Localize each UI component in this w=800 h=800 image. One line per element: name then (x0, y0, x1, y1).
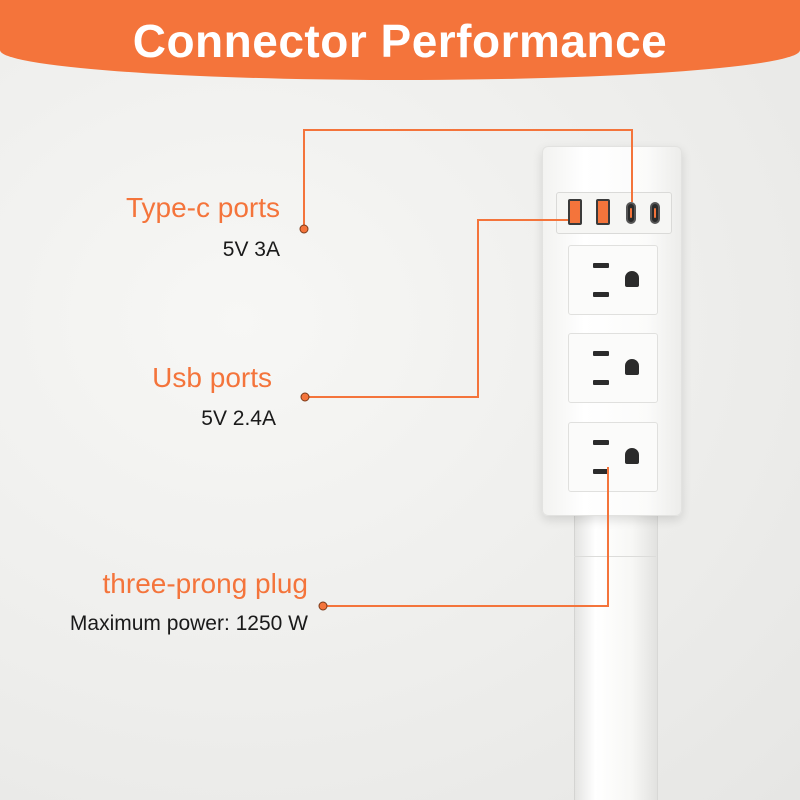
outlet-ground-hole (625, 359, 639, 375)
header-banner: Connector Performance (0, 0, 800, 80)
ac-outlet (568, 245, 658, 315)
usb-spec: 5V 2.4A (201, 407, 276, 430)
outlet-slot (593, 380, 609, 385)
outlet-ground-hole (625, 448, 639, 464)
ac-outlet (568, 333, 658, 403)
usb-c-port-icon (650, 202, 660, 224)
usb-title: Usb ports (152, 362, 272, 393)
outlet-ground-hole (625, 271, 639, 287)
plug-title: three-prong plug (102, 568, 308, 599)
plug-spec: Maximum power: 1250 W (69, 612, 308, 635)
usb-c-port-icon (626, 202, 636, 224)
cord-seam (574, 556, 656, 557)
outlet-slot (593, 469, 609, 474)
outlet-slot (593, 351, 609, 356)
outlet-slot (593, 263, 609, 268)
outlet-slot (593, 292, 609, 297)
type-c-spec: 5V 3A (222, 238, 280, 261)
power-strip-cord (574, 510, 658, 800)
usb-a-port-icon (568, 199, 582, 225)
ac-outlet (568, 422, 658, 492)
outlet-slot (593, 440, 609, 445)
usb-a-port-icon (596, 199, 610, 225)
page-title: Connector Performance (132, 15, 668, 67)
type-c-title: Type-c ports (125, 192, 280, 223)
